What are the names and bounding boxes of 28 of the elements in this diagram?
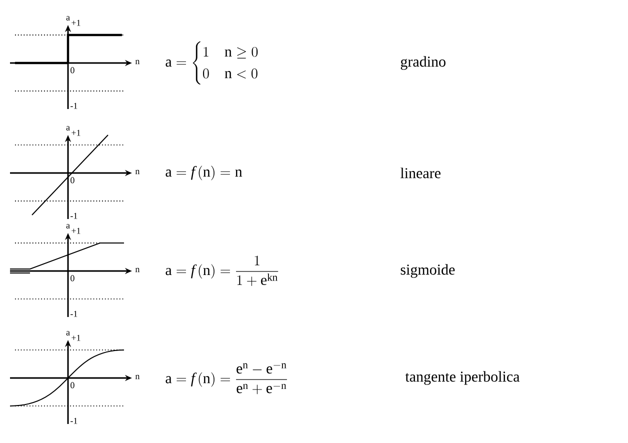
axis-label: a bbox=[66, 224, 70, 228]
function-name: tangente iperbolica bbox=[405, 371, 520, 385]
axis-label: n bbox=[135, 268, 140, 272]
tick-label: +1 bbox=[72, 334, 80, 341]
tick-label: -1 bbox=[70, 310, 78, 317]
tick-label: 0 bbox=[70, 67, 74, 74]
axis-label: n bbox=[135, 374, 140, 380]
tick-label: 0 bbox=[70, 382, 74, 388]
axis-label: a bbox=[66, 16, 70, 20]
tick-label: -1 bbox=[70, 418, 78, 424]
tick-label: -1 bbox=[70, 102, 78, 109]
formula: $\mathrm{a} = \begin{cases} 1 & \mathrm{n} \geq 0 \\ 0 & \mathrm{n} < 0 \end{cases}$ bbox=[166, 41, 258, 85]
axis-label: a bbox=[66, 126, 70, 130]
function-name: gradino bbox=[400, 56, 446, 70]
tick-label: -1 bbox=[70, 212, 78, 219]
axis-label: n bbox=[135, 60, 140, 64]
axis-label: a bbox=[66, 331, 70, 336]
formula: $\mathrm{a} = \mathit{f}\,(\mathrm{n}) = \mathrm{n}$ bbox=[166, 166, 242, 180]
tick-label: +1 bbox=[72, 20, 80, 26]
function-name: lineare bbox=[400, 168, 440, 178]
formula: $\mathrm{a} = \mathit{f}\,(\mathrm{n}) = \frac{\mathrm{e}^{\mathrm{n}} - \mathrm{e}^{-\mathrm{n}}}{\mathrm{e}^{\mathrm{n}} + \mathrm{e}^{-\mathrm{n}}}$ bbox=[166, 363, 287, 394]
function-name: sigmoide bbox=[400, 264, 455, 278]
tick-label: +1 bbox=[72, 228, 80, 234]
tick-label: +1 bbox=[72, 130, 80, 136]
tick-label: 0 bbox=[70, 177, 74, 184]
axis-label: n bbox=[135, 170, 140, 174]
tick-label: 0 bbox=[70, 275, 74, 282]
formula: $\mathrm{a} = \mathit{f}\,(\mathrm{n}) = \frac{1}{1 + \mathrm{e}^{\mathrm{kn}}}$ bbox=[166, 256, 278, 286]
